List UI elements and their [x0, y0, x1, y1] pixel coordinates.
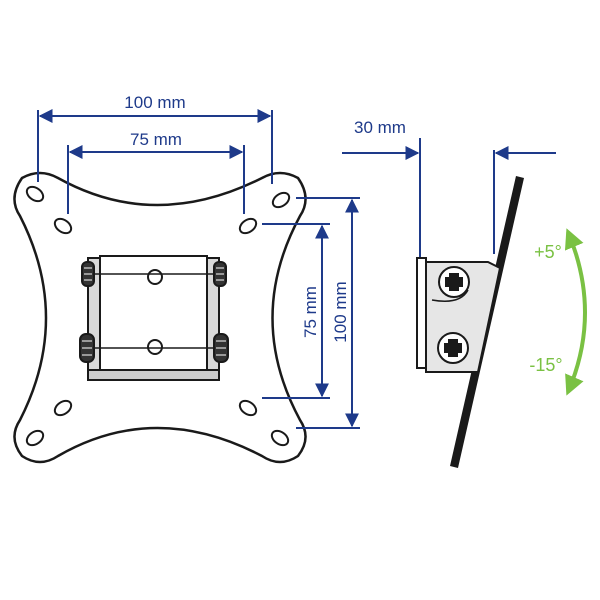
wall-bracket [416, 257, 427, 369]
dimension-lines-front [37, 109, 360, 429]
mounting-holes-outer [25, 185, 291, 447]
knob-bottom-left [79, 333, 95, 363]
label-outer-width: 100 mm [124, 93, 185, 112]
hole-inner-top-right [238, 217, 258, 235]
label-tilt-down: -15° [529, 355, 562, 375]
hole-outer-bottom-left [25, 429, 45, 447]
hole-inner-top-left [53, 217, 73, 235]
hole-outer-bottom-right [270, 429, 290, 447]
hole-inner-bottom-right [238, 399, 258, 417]
bracket-hole-bottom [147, 339, 163, 355]
label-outer-height: 100 mm [331, 281, 350, 342]
dimension-lines-side [342, 138, 556, 258]
hole-outer-top-left [25, 185, 45, 203]
knob-top-left [81, 261, 95, 287]
label-inner-height: 75 mm [301, 286, 320, 338]
label-depth: 30 mm [354, 118, 406, 137]
knob-top-right [213, 261, 227, 287]
tilt-arc-arrow [564, 228, 587, 396]
hole-outer-top-right [271, 191, 291, 209]
side-view-mount [416, 176, 524, 468]
knob-bottom-right [213, 333, 229, 363]
bracket-base [87, 369, 220, 381]
tilt-knob-bottom [437, 332, 469, 364]
bracket-hole-top [147, 269, 163, 285]
label-tilt-up: +5° [534, 242, 562, 262]
central-bracket [79, 255, 229, 381]
tilt-knob-top [438, 266, 470, 298]
label-inner-width: 75 mm [130, 130, 182, 149]
mounting-holes-inner [53, 217, 258, 417]
hole-inner-bottom-left [53, 399, 73, 417]
